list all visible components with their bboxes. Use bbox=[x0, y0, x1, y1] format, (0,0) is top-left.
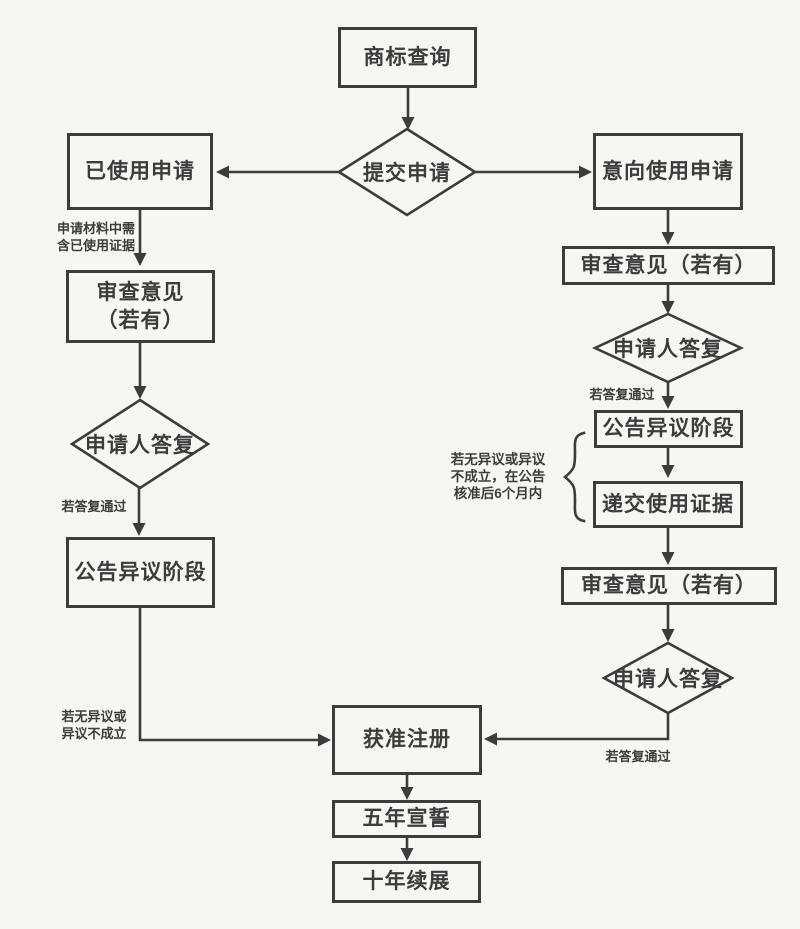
diamond-applicant-reply-left bbox=[69, 398, 211, 490]
arrowhead-left bbox=[484, 732, 497, 746]
arrowhead-down bbox=[661, 465, 675, 478]
arrowhead-down bbox=[400, 848, 414, 861]
node-intent-to-use-application: 意向使用申请 bbox=[593, 133, 743, 210]
arrowhead-down bbox=[661, 552, 675, 565]
arrowhead-down bbox=[400, 787, 414, 800]
arrowhead-down bbox=[132, 523, 146, 536]
arrowhead-down bbox=[133, 253, 147, 266]
node-in-use-application: 已使用申请 bbox=[67, 133, 213, 210]
arrowhead-down bbox=[133, 386, 147, 399]
arrowhead-right bbox=[579, 165, 592, 179]
node-submit-use-evidence: 递交使用证据 bbox=[593, 481, 743, 528]
arrowhead-down bbox=[661, 232, 675, 245]
node-trademark-search: 商标查询 bbox=[338, 27, 477, 88]
node-five-year-declaration: 五年宣誓 bbox=[332, 800, 481, 838]
decision-diamonds bbox=[69, 127, 745, 715]
arrowheads bbox=[132, 117, 675, 861]
diamond-applicant-reply-right-1 bbox=[591, 312, 745, 384]
node-examination-opinion-right-1: 审查意见（若有） bbox=[562, 246, 775, 285]
arrowhead-down bbox=[661, 396, 675, 409]
connector-lines bbox=[137, 86, 670, 851]
brace-note-label: 若无异议或异议 不成立，在公告 核准后6个月内 bbox=[450, 452, 546, 501]
node-publication-opposition-right: 公告异议阶段 bbox=[594, 410, 743, 448]
node-granted-registration: 获准注册 bbox=[332, 705, 482, 775]
edge-label-if-reply-passes-right-top: 若答复通过 bbox=[589, 387, 655, 402]
curly-brace bbox=[562, 431, 586, 523]
node-examination-opinion-left: 审查意见 （若有） bbox=[66, 270, 215, 343]
arrowhead-down bbox=[661, 301, 675, 314]
diamond-submit-application bbox=[336, 127, 478, 217]
node-ten-year-renewal: 十年续展 bbox=[332, 861, 481, 903]
arrowhead-left bbox=[216, 165, 229, 179]
edge-label-materials-note: 申请材料中需 含已使用证据 bbox=[56, 221, 135, 253]
arrowhead-right bbox=[318, 733, 331, 747]
diamond-applicant-reply-right-2 bbox=[601, 641, 735, 715]
edge-reply2-to-granted bbox=[495, 711, 670, 741]
edge-label-no-opposition-left: 若无异议或 异议不成立 bbox=[61, 709, 127, 741]
arrowhead-down bbox=[661, 629, 675, 642]
edge-label-if-reply-passes-left: 若答复通过 bbox=[61, 499, 127, 514]
node-publication-opposition-left: 公告异议阶段 bbox=[66, 537, 215, 608]
edge-publication-to-granted-left bbox=[138, 606, 321, 742]
arrowhead-down bbox=[401, 117, 415, 130]
node-examination-opinion-right-2: 审查意见（若有） bbox=[561, 567, 777, 605]
edge-label-if-reply-passes-right-bottom: 若答复通过 bbox=[605, 749, 671, 764]
